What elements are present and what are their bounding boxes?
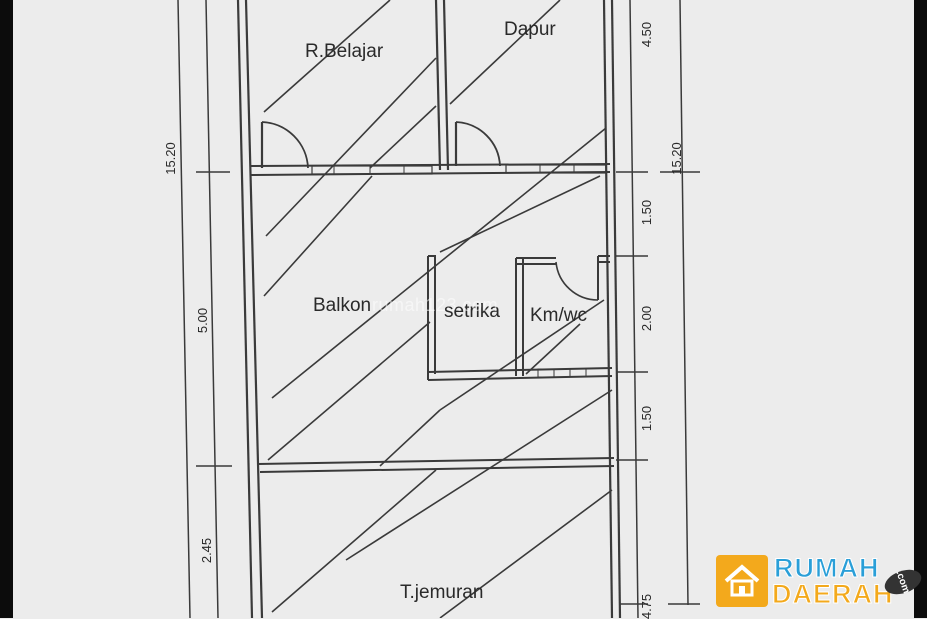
dim-line-left-inner [205,0,219,618]
room-label-kmwc: Km/wc [530,305,587,326]
wall-right-inner [602,0,614,618]
dim-right-c: 1.50 [639,405,655,432]
dim-right-b: 2.00 [639,305,655,332]
wall-left-outer [236,0,254,618]
wall-left-inner [244,0,264,618]
dim-right-top: 4.50 [639,21,655,48]
dim-line-left-outer [177,0,191,618]
room-label-jemuran: T.jemuran [400,582,484,603]
brand-logo: RUMAH DAERAH .com [716,549,925,609]
house-icon [716,555,768,607]
dim-left-mid: 5.00 [195,307,211,334]
wall-right-outer [610,0,622,618]
dim-line-right-outer [679,0,689,606]
room-label-setrika: setrika [444,301,500,322]
dim-left-low: 2.45 [199,537,215,564]
brand-line2: DAERAH [772,579,894,609]
room-label-belajar: R.Belajar [305,41,384,62]
room-label-dapur: Dapur [504,19,556,40]
room-label-balkon: Balkon [313,295,372,316]
dim-right-a: 1.50 [639,199,655,226]
dim-line-right-inner [629,0,639,618]
dim-right-d: 4.75 [639,593,655,619]
watermark: rumah123.com [372,295,499,315]
dim-left-total: 15.20 [162,142,178,175]
left-border [0,0,13,618]
brand-line1: RUMAH [774,553,880,583]
right-border [914,0,927,618]
dim-right-total: 15.20 [668,142,684,175]
